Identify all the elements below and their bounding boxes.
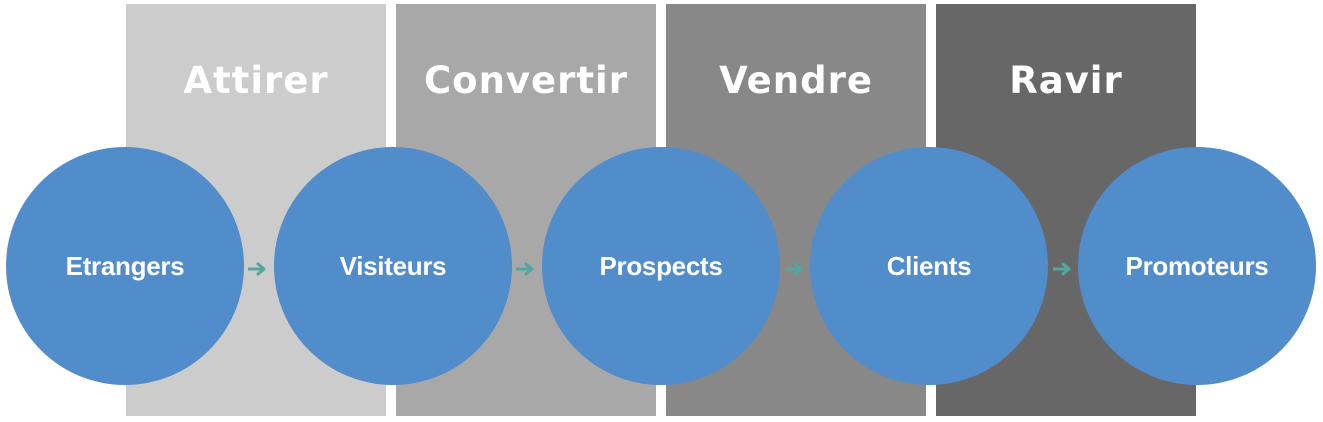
node-visiteurs: Visiteurs	[274, 147, 512, 385]
arrow-right-icon	[785, 262, 803, 276]
arrow-right-icon	[248, 262, 266, 276]
stage-title-vendre: Vendre	[719, 59, 873, 102]
node-etrangers: Etrangers	[6, 147, 244, 385]
node-label: Etrangers	[65, 250, 185, 281]
arrow-right-icon	[1053, 262, 1071, 276]
stage-title-ravir: Ravir	[1009, 59, 1123, 102]
node-promoteurs: Promoteurs	[1078, 147, 1316, 385]
node-label: Clients	[886, 250, 972, 281]
node-label: Visiteurs	[339, 250, 447, 281]
stage-title-convertir: Convertir	[424, 59, 628, 102]
node-clients: Clients	[810, 147, 1048, 385]
stage-title-attirer: Attirer	[183, 59, 329, 102]
node-label: Promoteurs	[1125, 250, 1269, 281]
node-label: Prospects	[599, 250, 723, 281]
arrow-right-icon	[516, 262, 534, 276]
node-prospects: Prospects	[542, 147, 780, 385]
